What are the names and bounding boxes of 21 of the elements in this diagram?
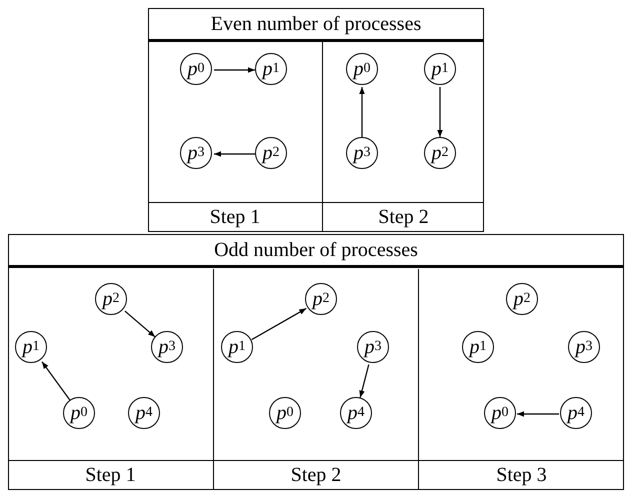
table-title: Odd number of processes — [9, 235, 623, 268]
arrow — [251, 308, 307, 340]
arrow — [214, 67, 255, 73]
arrow — [214, 151, 255, 157]
step-label: Step 3 — [419, 460, 624, 490]
step-label: Step 2 — [323, 202, 484, 232]
arrow — [437, 87, 443, 137]
arrow — [42, 361, 70, 401]
table-frame — [148, 8, 484, 232]
step-label: Step 2 — [214, 460, 418, 490]
arrow — [359, 364, 370, 398]
step-label: Step 1 — [8, 460, 213, 490]
table-frame — [8, 234, 624, 490]
step-label: Step 1 — [148, 202, 322, 232]
table-title: Even number of processes — [149, 9, 483, 42]
arrow — [359, 87, 365, 137]
arrow — [517, 411, 559, 417]
step-panel — [213, 269, 418, 490]
step-panel — [418, 269, 624, 490]
step-panel — [322, 42, 484, 232]
arrow — [124, 310, 156, 338]
